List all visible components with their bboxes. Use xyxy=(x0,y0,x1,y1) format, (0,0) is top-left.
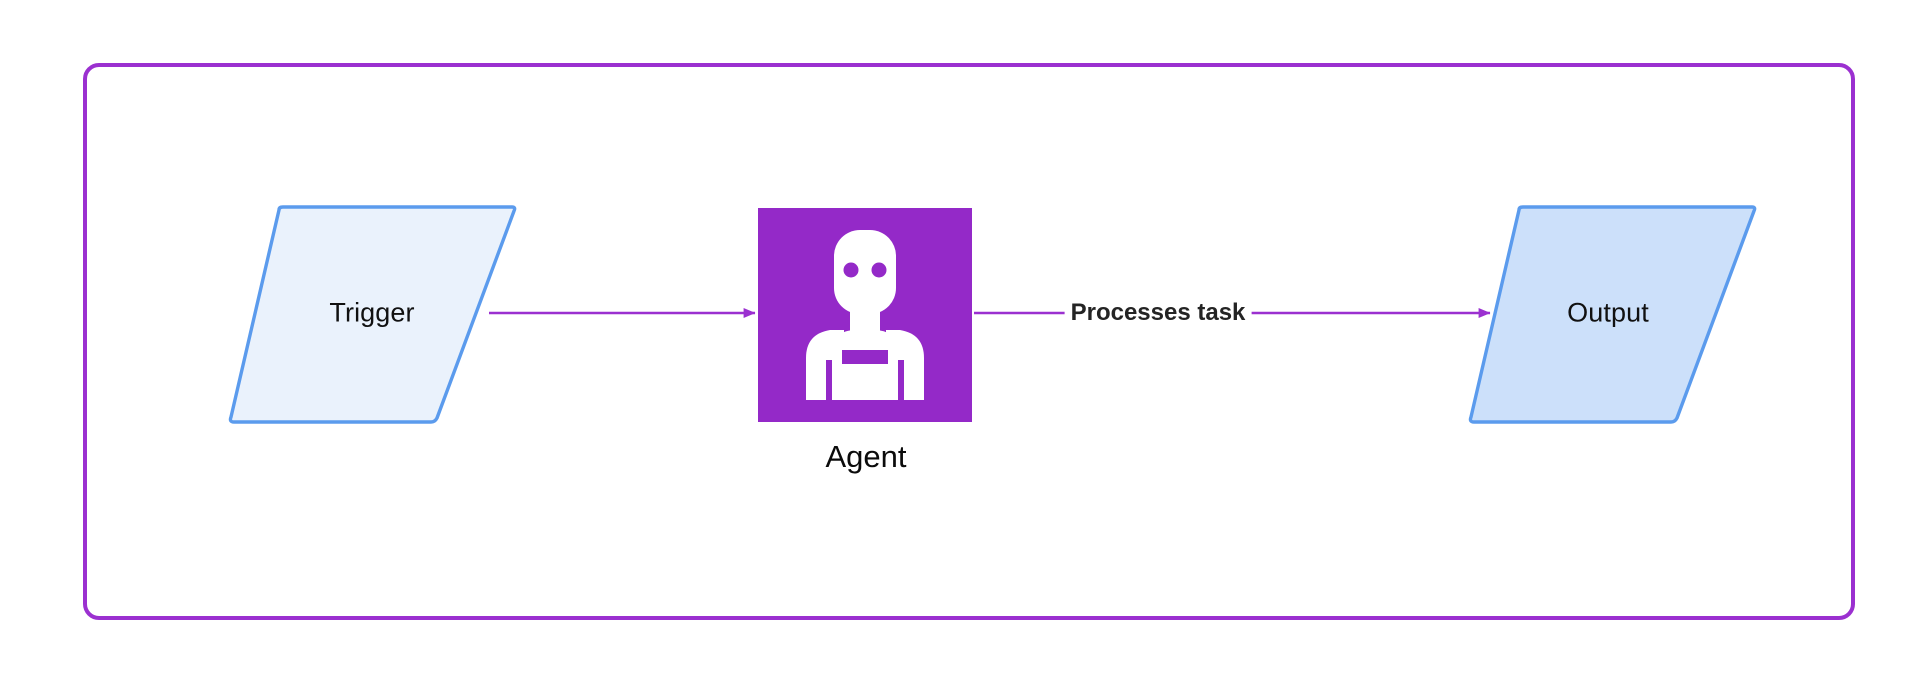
workflow-container xyxy=(83,63,1855,620)
trigger-label: Trigger xyxy=(329,297,415,328)
agent-node[interactable] xyxy=(758,208,972,422)
output-shape[interactable] xyxy=(1468,205,1757,424)
edge-label-processes-task: Processes task xyxy=(1064,299,1252,327)
robot-icon xyxy=(806,230,924,400)
output-label: Output xyxy=(1567,297,1649,328)
trigger-shape[interactable] xyxy=(228,205,517,424)
agent-label: Agent xyxy=(825,439,907,474)
